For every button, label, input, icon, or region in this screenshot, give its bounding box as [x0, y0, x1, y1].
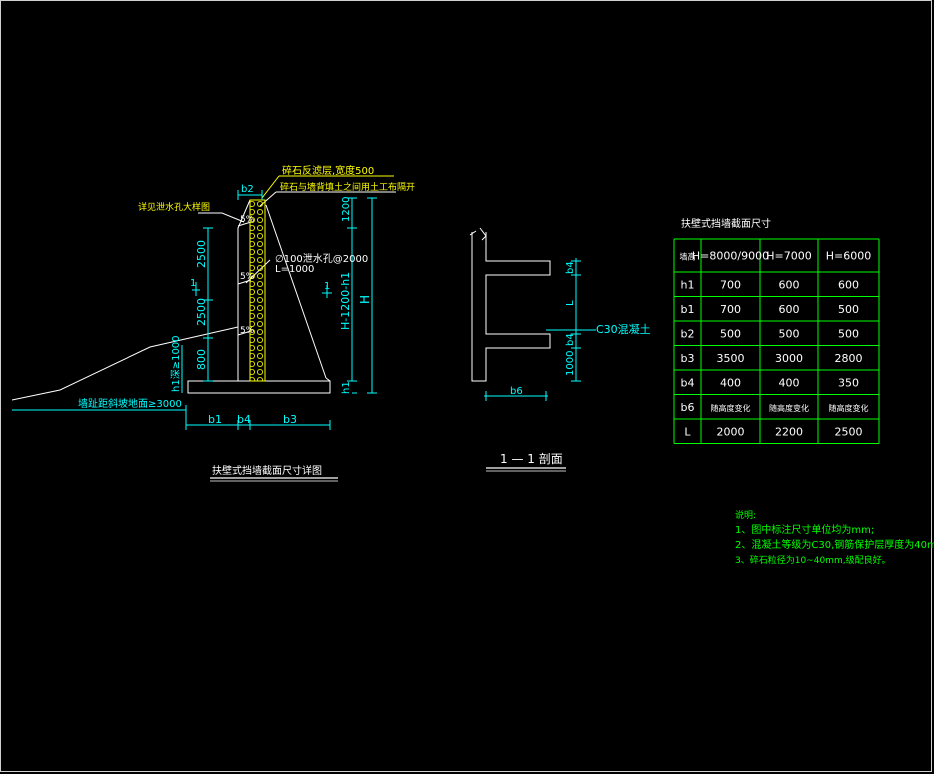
- table-cell: 随高度变化: [829, 403, 869, 413]
- slope-label-3: 5%: [240, 326, 255, 336]
- table-cell: 随高度变化: [769, 403, 809, 413]
- table-cell: 500: [720, 327, 741, 340]
- table-header-cell: H=7000: [766, 250, 811, 263]
- notes-heading: 说明:: [735, 509, 756, 521]
- slope-label-1: 5%: [240, 215, 255, 225]
- label-drain-length: L=1000: [275, 264, 314, 275]
- dim-embed-depth: h1深≥1000: [170, 335, 182, 392]
- table-cell: 700: [720, 278, 741, 291]
- label-concrete-grade: C30混凝土: [596, 322, 651, 336]
- table-cell: 600: [779, 303, 800, 316]
- label-gravel-layer: 碎石反滤层,宽度500: [282, 164, 374, 177]
- section-dim-L: L: [565, 300, 576, 306]
- table-row-label: L: [684, 425, 691, 438]
- table-cell: 2200: [775, 425, 803, 438]
- table-row-label: b1: [681, 303, 695, 316]
- table-row-label: b2: [681, 327, 695, 340]
- table-header-cell: H=6000: [826, 250, 871, 263]
- note-item-1: 1、图中标注尺寸单位均为mm;: [735, 523, 874, 536]
- dim-1200: 1200: [341, 197, 352, 222]
- buttress-line: [265, 204, 327, 379]
- section-dimensions: [484, 258, 596, 401]
- table-cell: 600: [779, 278, 800, 291]
- table-cell: 400: [779, 376, 800, 389]
- table-cell: 2500: [835, 425, 863, 438]
- table-header-cell: 墙高: [680, 252, 696, 262]
- table-cell: 600: [838, 278, 859, 291]
- table-cell: 3500: [717, 352, 745, 365]
- wall-stem: [237, 199, 251, 381]
- slope-label-2: 5%: [240, 272, 255, 282]
- dim-2500-upper: 2500: [195, 240, 208, 268]
- table-cell: 350: [838, 376, 859, 389]
- table-cell: 400: [720, 376, 741, 389]
- section-dim-b4-top: b4: [565, 261, 576, 274]
- drain-pipe: [237, 221, 252, 227]
- table-row-label: b3: [681, 352, 695, 365]
- section-title: 1 — 1 剖面: [500, 452, 563, 466]
- table-row-label: h1: [681, 278, 695, 291]
- dim-H: H: [358, 295, 372, 304]
- section-dim-1000: 1000: [565, 351, 576, 376]
- dim-800: 800: [195, 349, 208, 370]
- slope-ratio-right: 1: [324, 281, 330, 292]
- note-item-2: 2、混凝土等级为C30,钢筋保护层厚度为40mm;: [735, 538, 934, 551]
- dim-b4: b4: [237, 413, 251, 426]
- slope-line: [11, 326, 239, 401]
- table-cell: 500: [838, 303, 859, 316]
- dim-b1: b1: [208, 413, 222, 426]
- table-row-label: b4: [681, 376, 695, 389]
- label-geotextile: 碎石与墙背填土之间用土工布隔开: [280, 181, 415, 193]
- elevation-title: 扶壁式挡墙截面尺寸详图: [212, 464, 322, 477]
- section-outline: [471, 232, 551, 382]
- slope-ratio-left: 1: [190, 278, 196, 289]
- table-cell: 700: [720, 303, 741, 316]
- section-dim-b6: b6: [510, 386, 523, 397]
- note-item-3: 3、碎石粒径为10~40mm,级配良好。: [735, 554, 891, 566]
- table-cell: 2000: [717, 425, 745, 438]
- dim-b2: b2: [241, 184, 254, 195]
- section-drawing: [469, 227, 551, 382]
- label-drain-hole: ∅100泄水孔@2000: [275, 252, 368, 265]
- section-dim-b4-bottom: b4: [565, 333, 576, 346]
- table-header-cell: H=8000/9000: [692, 250, 769, 263]
- table-title: 扶壁式挡墙截面尺寸: [681, 217, 771, 230]
- table-cell: 3000: [775, 352, 803, 365]
- gravel-filter-layer: [249, 199, 266, 382]
- table-cell: 2800: [835, 352, 863, 365]
- label-drain-detail: 详见泄水孔大样图: [138, 201, 210, 213]
- base-slab: [187, 380, 331, 394]
- dim-h1: h1: [341, 381, 352, 394]
- table-row-label: b6: [681, 401, 695, 414]
- dim-toe-distance: 墙趾距斜坡地面≥3000: [78, 397, 182, 410]
- table-cell: 500: [779, 327, 800, 340]
- table-cell: 500: [838, 327, 859, 340]
- elevation-dimensions: [12, 190, 377, 430]
- table-cell: 随高度变化: [711, 403, 751, 413]
- elevation-drawing: [11, 175, 396, 401]
- dim-2500-lower: 2500: [195, 298, 208, 326]
- dim-b3: b3: [283, 413, 297, 426]
- dim-h-expression: H-1200-h1: [339, 272, 352, 330]
